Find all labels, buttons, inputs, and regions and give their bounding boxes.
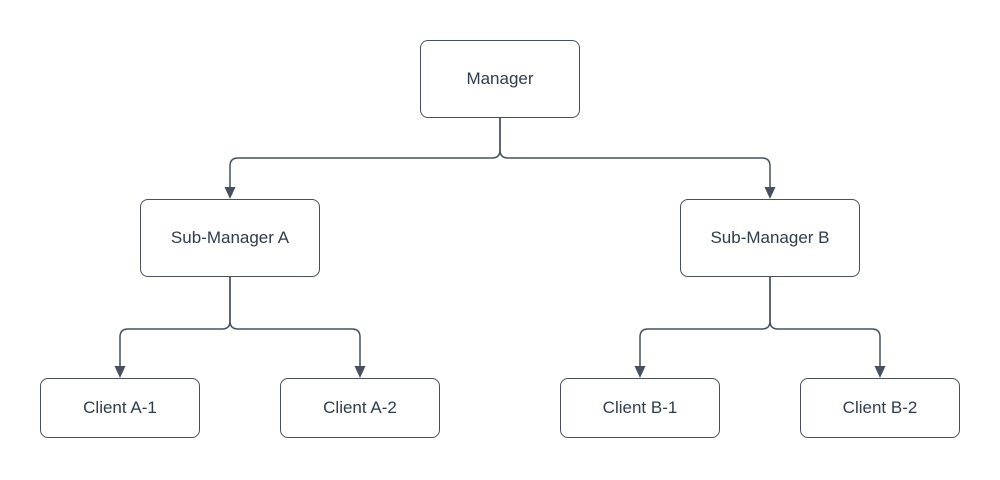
connector-sub-manager-a-to-client-a1 — [119, 277, 231, 367]
connector-sub-manager-b-to-client-b1 — [639, 277, 771, 367]
edge-arrowhead — [114, 366, 126, 378]
edge-arrowhead — [354, 366, 366, 378]
node-label: Client B-1 — [602, 397, 678, 417]
node-label: Sub-Manager A — [170, 227, 290, 247]
node-client-b2: Client B-2 — [800, 378, 960, 438]
edge-arrowhead — [874, 366, 886, 378]
node-label: Client A-2 — [323, 397, 397, 417]
connector-manager-to-sub-manager-a — [229, 118, 501, 188]
node-sub-manager-a: Sub-Manager A — [140, 199, 320, 277]
connector-manager-to-sub-manager-b — [499, 118, 771, 188]
node-label: Client B-2 — [842, 397, 918, 417]
connector-sub-manager-b-to-client-b2 — [769, 277, 881, 367]
edge-arrowhead — [764, 187, 776, 199]
node-sub-manager-b: Sub-Manager B — [680, 199, 860, 277]
node-label: Client A-1 — [83, 397, 157, 417]
connector-sub-manager-a-to-client-a2 — [229, 277, 361, 367]
node-label: Sub-Manager B — [710, 227, 830, 247]
edge-arrowhead — [634, 366, 646, 378]
node-client-a2: Client A-2 — [280, 378, 440, 438]
node-client-a1: Client A-1 — [40, 378, 200, 438]
node-manager: Manager — [420, 40, 580, 118]
edge-arrowhead — [224, 187, 236, 199]
node-label: Manager — [466, 68, 534, 88]
node-client-b1: Client B-1 — [560, 378, 720, 438]
